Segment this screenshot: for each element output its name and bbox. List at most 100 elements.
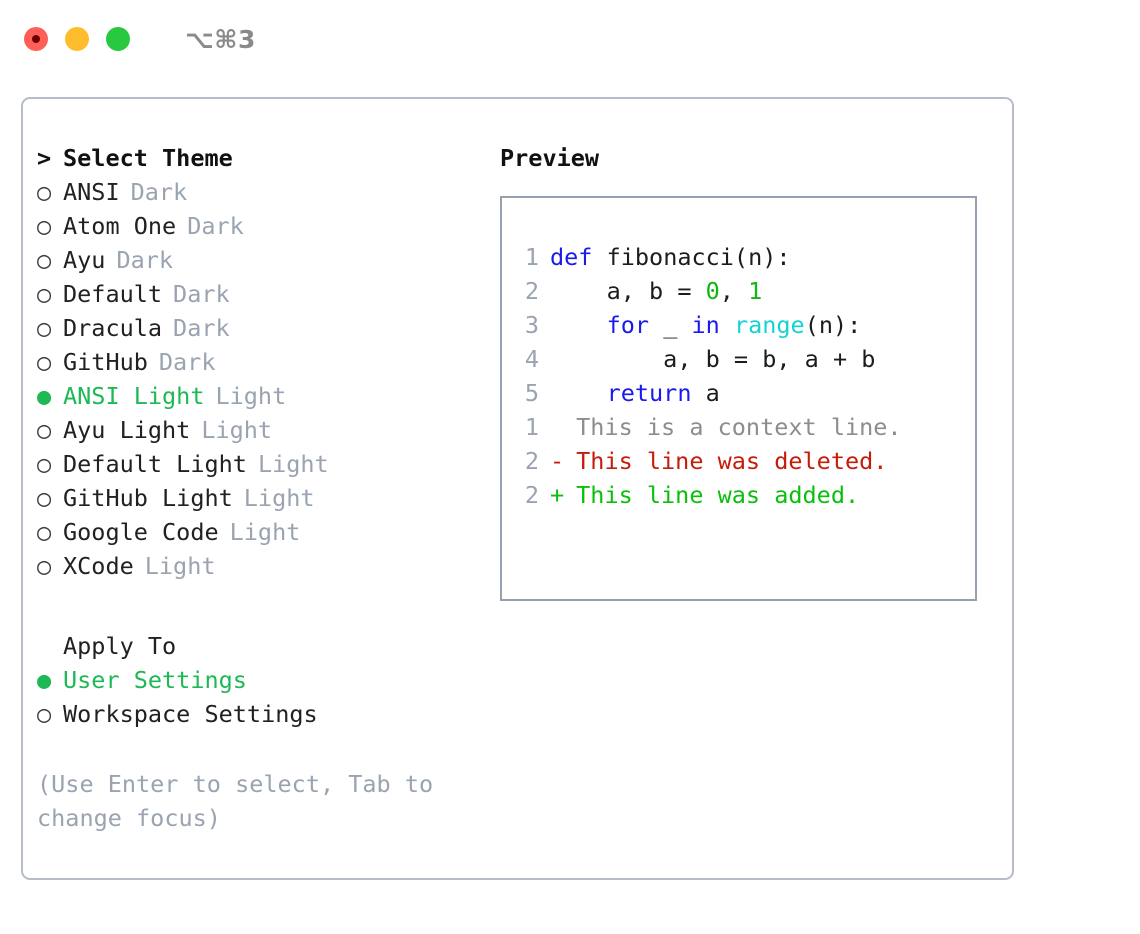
code-token-plain: fibonacci(n): [592, 243, 791, 271]
theme-name-label: Default Light [63, 450, 247, 478]
code-line: 5 return a [515, 376, 875, 410]
apply-to-item[interactable]: ● User Settings [37, 663, 497, 697]
theme-list-item[interactable]: ○ ANSI Dark [37, 175, 497, 209]
theme-name-label: Dracula [63, 314, 163, 342]
theme-name-label: Ayu [63, 246, 106, 274]
code-line: 4 a, b = b, a + b [515, 342, 876, 376]
close-window-button[interactable] [24, 27, 48, 51]
diff-sample: 1 This is a context line.2- This line wa… [515, 410, 902, 512]
radio-unselected-icon: ○ [37, 212, 52, 240]
theme-name-label: XCode [63, 552, 134, 580]
theme-name-label: Google Code [63, 518, 219, 546]
code-line-number: 3 [524, 311, 539, 339]
code-line-number: 5 [524, 379, 539, 407]
apply-to-label: User Settings [63, 666, 247, 694]
theme-name-label: ANSI [63, 178, 120, 206]
radio-unselected-icon: ○ [37, 280, 52, 308]
diff-line-number: 2 [524, 447, 539, 475]
theme-variant-label: Dark [173, 280, 230, 308]
code-line: 3 for _ in range(n): [515, 308, 875, 342]
diff-text: This is a context line. [562, 413, 902, 441]
code-token-plain [720, 311, 734, 339]
diff-marker: + [550, 481, 565, 509]
code-line: 1 def fibonacci(n): [515, 240, 875, 274]
code-line-number: 4 [524, 345, 539, 373]
preview-title: Preview [500, 144, 600, 172]
radio-unselected-icon: ○ [37, 178, 52, 206]
code-line-number: 1 [524, 243, 539, 271]
diff-line: 1 This is a context line. [515, 410, 902, 444]
keyboard-shortcut-label: ⌥⌘3 [185, 24, 256, 54]
theme-list-item[interactable]: ○ XCode Light [37, 549, 497, 583]
code-token-keyword: return [606, 379, 692, 407]
theme-variant-label: Dark [130, 178, 188, 206]
theme-name-label: Ayu Light [63, 416, 191, 444]
theme-variant-label: Light [243, 484, 315, 512]
code-token-plain [550, 379, 607, 407]
theme-variant-label: Dark [158, 348, 216, 376]
caret-icon: > [37, 144, 52, 172]
diff-marker [550, 410, 562, 444]
code-token-number: 0 [705, 277, 720, 305]
theme-list-item[interactable]: ○ Ayu Dark [37, 243, 497, 277]
code-token-keyword: in [691, 311, 720, 339]
apply-to-item[interactable]: ○ Workspace Settings [37, 697, 497, 731]
theme-variant-label: Dark [173, 314, 230, 342]
code-token-number: 1 [748, 277, 763, 305]
radio-unselected-icon: ○ [37, 518, 52, 546]
radio-unselected-icon: ○ [37, 552, 52, 580]
diff-marker: - [550, 447, 565, 475]
apply-to-label: Workspace Settings [63, 700, 318, 728]
code-token-plain: a [691, 379, 720, 407]
radio-selected-icon: ● [37, 382, 52, 410]
radio-unselected-icon: ○ [37, 700, 52, 728]
code-token-plain: a, b = [550, 277, 706, 305]
diff-line: 2+ This line was added. [515, 478, 902, 512]
diff-line: 2- This line was deleted. [515, 444, 902, 478]
apply-to-list: ● User Settings ○ Workspace Settings [37, 663, 497, 731]
code-line: 2 a, b = 0, 1 [515, 274, 875, 308]
theme-variant-label: Dark [116, 246, 174, 274]
traffic-light-group [24, 27, 130, 51]
theme-variant-label: Light [201, 416, 273, 444]
code-token-builtin: range [733, 311, 805, 339]
theme-name-label: Atom One [63, 212, 177, 240]
maximize-window-button[interactable] [106, 27, 130, 51]
section-spacer [37, 583, 497, 629]
apply-to-heading: Apply To [63, 632, 177, 660]
theme-variant-label: Light [144, 552, 216, 580]
code-token-keyword: for [606, 311, 650, 339]
theme-list-item[interactable]: ● ANSI Light Light [37, 379, 497, 413]
theme-variant-label: Light [215, 382, 287, 410]
code-token-plain: _ [649, 311, 692, 339]
theme-list-header: > Select Theme [37, 141, 497, 175]
code-line-number: 2 [524, 277, 539, 305]
code-token-plain [550, 311, 607, 339]
theme-name-label: ANSI Light [63, 382, 205, 410]
code-token-plain: (n): [804, 311, 862, 339]
theme-name-label: GitHub [63, 348, 148, 376]
code-token-plain: , [719, 277, 749, 305]
keyboard-hint-text: (Use Enter to select, Tab to change focu… [37, 770, 434, 832]
code-token-keyword: def [550, 243, 593, 271]
diff-line-number: 1 [524, 413, 539, 441]
theme-list-header-label: Select Theme [63, 144, 233, 172]
radio-unselected-icon: ○ [37, 246, 52, 274]
diff-text: This line was added. [562, 481, 860, 509]
minimize-window-button[interactable] [65, 27, 89, 51]
radio-selected-icon: ● [37, 666, 52, 694]
theme-name-label: GitHub Light [63, 484, 233, 512]
title-bar: ⌥⌘3 [0, 0, 1140, 78]
